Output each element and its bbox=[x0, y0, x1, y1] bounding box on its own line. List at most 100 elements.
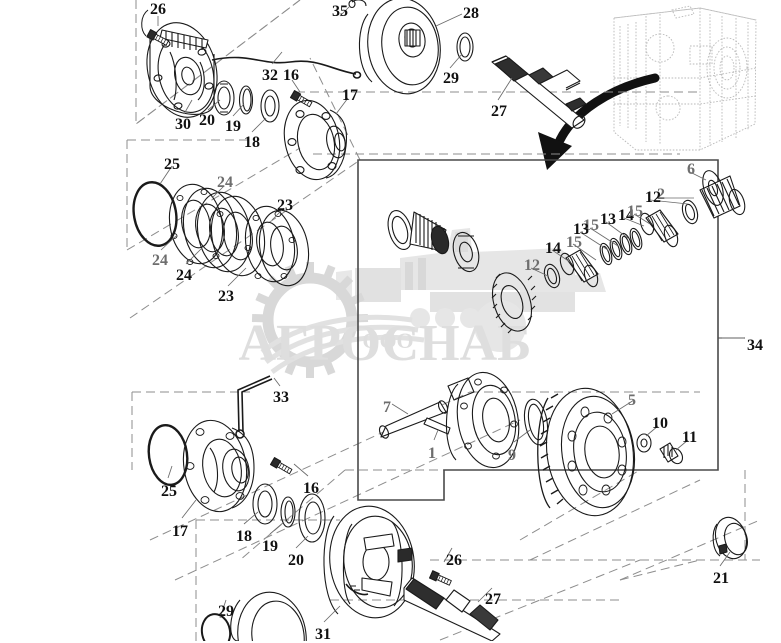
differential-carrier bbox=[445, 371, 520, 469]
callout-1[interactable]: 1 bbox=[428, 445, 436, 462]
callout-13[interactable]: 13 bbox=[573, 221, 589, 238]
part-33-breather-tube bbox=[235, 375, 273, 439]
callout-15[interactable]: 15 bbox=[566, 234, 582, 251]
watermark-company-form: ООО bbox=[362, 328, 413, 353]
callout-14[interactable]: 14 bbox=[618, 207, 634, 224]
callout-23[interactable]: 23 bbox=[218, 288, 234, 305]
part-20-oilseal-b bbox=[298, 493, 326, 543]
part-14-hub-b bbox=[639, 209, 679, 248]
callout-21[interactable]: 21 bbox=[713, 570, 729, 587]
part-21-slotted-nut bbox=[712, 516, 749, 560]
part-12-washer-b bbox=[681, 199, 699, 225]
part-5-ring-gear bbox=[537, 387, 636, 517]
callout-27[interactable]: 27 bbox=[485, 591, 501, 608]
part-25-oring-b bbox=[147, 423, 189, 487]
callout-24[interactable]: 24 bbox=[176, 267, 192, 284]
callout-15[interactable]: 15 bbox=[583, 217, 599, 234]
callout-16[interactable]: 16 bbox=[283, 67, 299, 84]
callout-18[interactable]: 18 bbox=[236, 528, 252, 545]
part-25-oring-a bbox=[132, 181, 178, 247]
part-15-13-disc-stack bbox=[599, 227, 643, 266]
callout-20[interactable]: 20 bbox=[199, 112, 215, 129]
callout-26[interactable]: 26 bbox=[446, 552, 462, 569]
part-bevel-assembly-left bbox=[387, 209, 480, 273]
callout-12[interactable]: 12 bbox=[524, 257, 540, 274]
callout-19[interactable]: 19 bbox=[262, 538, 278, 555]
part-17-hub-b bbox=[182, 419, 255, 513]
part-16-stud-a bbox=[289, 90, 314, 109]
part-23-brake-discs bbox=[244, 205, 310, 287]
callout-10[interactable]: 10 bbox=[652, 415, 668, 432]
callout-29[interactable]: 29 bbox=[443, 70, 459, 87]
bevel-gear-left-2 bbox=[452, 231, 480, 273]
part-19-snapring-b bbox=[280, 496, 296, 528]
callout-25[interactable]: 25 bbox=[164, 156, 180, 173]
callout-31[interactable]: 31 bbox=[315, 626, 331, 643]
watermark-brand: АГРОСНАБ bbox=[238, 315, 531, 372]
callout-28[interactable]: 28 bbox=[463, 5, 479, 22]
part-27-axle-shaft-b bbox=[403, 577, 501, 641]
callout-24[interactable]: 24 bbox=[152, 252, 168, 269]
part-18-bearing-a bbox=[260, 89, 280, 123]
part-31-brake-shoe-assembly bbox=[323, 505, 415, 619]
part-29-oring-a bbox=[456, 32, 474, 62]
callout-20[interactable]: 20 bbox=[288, 552, 304, 569]
callout-25[interactable]: 25 bbox=[161, 483, 177, 500]
callout-24[interactable]: 24 bbox=[217, 174, 233, 191]
callout-12[interactable]: 12 bbox=[645, 189, 661, 206]
bevel-gear-left bbox=[409, 211, 450, 255]
part-32-brake-line bbox=[211, 56, 362, 79]
part-11-flange-bolt bbox=[659, 442, 684, 465]
part-35-retaining-clip bbox=[348, 0, 367, 9]
part-30-backing-plate bbox=[146, 22, 218, 118]
callout-15[interactable]: 15 bbox=[627, 203, 643, 220]
callout-16[interactable]: 16 bbox=[303, 480, 319, 497]
part-28-brake-drum bbox=[358, 0, 441, 95]
part-10-lock-washer bbox=[636, 433, 652, 453]
part-18-bearing-b bbox=[252, 483, 278, 525]
callout-23[interactable]: 23 bbox=[277, 197, 293, 214]
leader-lines bbox=[157, 5, 744, 623]
part-14-hub-a bbox=[559, 249, 599, 288]
part-7-cross-pin bbox=[378, 400, 449, 439]
part-20-oil-seal-a bbox=[213, 80, 235, 116]
callout-33[interactable]: 33 bbox=[273, 389, 289, 406]
callout-14[interactable]: 14 bbox=[545, 240, 561, 257]
callout-32[interactable]: 32 bbox=[262, 67, 278, 84]
callout-27[interactable]: 27 bbox=[491, 103, 507, 120]
callout-34[interactable]: 34 bbox=[747, 337, 763, 354]
part-12-washer-a bbox=[543, 263, 561, 289]
callout-11[interactable]: 11 bbox=[682, 429, 698, 446]
callout-2[interactable]: 2 bbox=[657, 186, 665, 203]
callout-35[interactable]: 35 bbox=[332, 3, 348, 20]
part-partial-top-left bbox=[141, 9, 149, 37]
clutch-drum bbox=[491, 272, 537, 334]
part-26-bolt-b bbox=[428, 570, 453, 588]
part-17-hub-a bbox=[283, 99, 348, 181]
part-29-oring-b bbox=[200, 613, 232, 641]
part-6-thrust-washer bbox=[702, 170, 724, 206]
part-28-drum-partial bbox=[230, 591, 307, 641]
callout-17[interactable]: 17 bbox=[342, 87, 358, 104]
callout-13[interactable]: 13 bbox=[600, 211, 616, 228]
part-27-axle-shaft-a bbox=[491, 55, 587, 129]
callout-7[interactable]: 7 bbox=[383, 399, 391, 416]
callout-29[interactable]: 29 bbox=[218, 603, 234, 620]
part-24-friction-plates bbox=[168, 183, 266, 277]
callout-6[interactable]: 6 bbox=[687, 161, 695, 178]
callout-18[interactable]: 18 bbox=[244, 134, 260, 151]
part-16-stud-b bbox=[269, 457, 294, 476]
callout-30[interactable]: 30 bbox=[175, 116, 191, 133]
part-2-bevel-side-gear bbox=[699, 175, 746, 219]
callout-5[interactable]: 5 bbox=[628, 392, 636, 409]
callout-17[interactable]: 17 bbox=[172, 523, 188, 540]
clutch-pack-assembly bbox=[491, 170, 746, 334]
callout-26[interactable]: 26 bbox=[150, 1, 166, 18]
part-19-snap-ring-a bbox=[238, 85, 254, 115]
callout-19[interactable]: 19 bbox=[225, 118, 241, 135]
callout-9[interactable]: 9 bbox=[508, 447, 516, 464]
